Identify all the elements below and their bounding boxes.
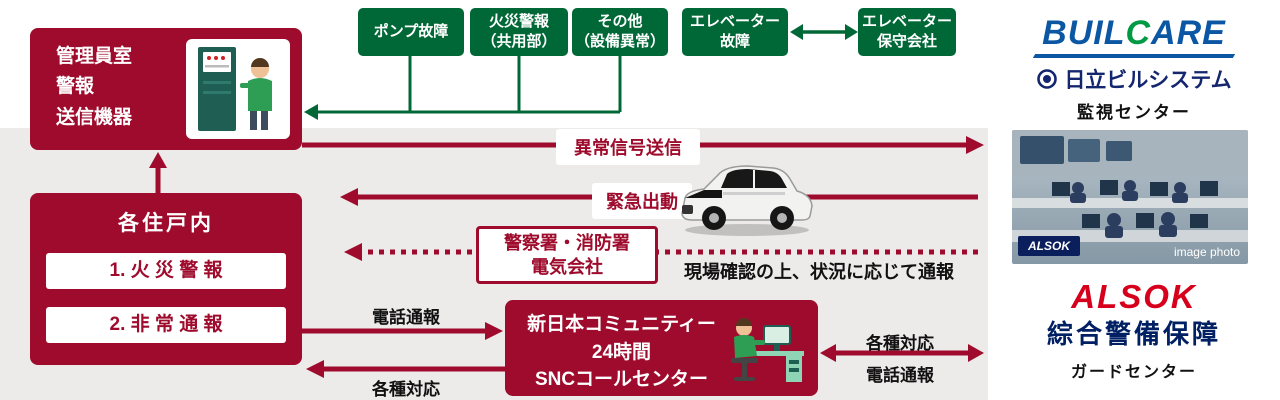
onsite-confirmation-note: 現場確認の上、状況に応じて通報 bbox=[684, 262, 954, 282]
guard-center-label: ガードセンター bbox=[1070, 364, 1197, 381]
emergency-report-item: 2. 非 常 通 報 bbox=[46, 307, 286, 343]
support-right-label: 各種対応 bbox=[866, 334, 934, 353]
right-panel: BUILCARE 日立ビルシステム 監視センター bbox=[988, 0, 1280, 400]
operator-illustration bbox=[718, 308, 810, 388]
manager-equipment-icon bbox=[198, 47, 272, 131]
pump-failure-box: ポンプ故障 bbox=[358, 8, 464, 56]
dwelling-title: 各住戸内 bbox=[118, 212, 214, 235]
snc-call-center-label: 新日本コミュニティー 24時間 SNCコールセンター bbox=[527, 314, 716, 391]
alsok-sign-text: ALSOK bbox=[1027, 239, 1071, 253]
dwelling-box: 各住戸内 1. 火 災 警 報 2. 非 常 通 報 bbox=[30, 193, 302, 365]
hitachi-logo-text: 日立ビルシステム bbox=[1064, 69, 1232, 92]
builcare-logo-part: C bbox=[1125, 14, 1152, 52]
monitoring-center-photo: ALSOK image photo bbox=[1012, 130, 1248, 264]
alsok-logo: ALSOK bbox=[1071, 278, 1197, 315]
elevator-failure-box: エレベーター 故障 bbox=[682, 8, 788, 56]
police-car-illustration bbox=[676, 150, 818, 238]
phone-report-left-label: 電話通報 bbox=[372, 308, 440, 327]
builcare-logo-part: ARE bbox=[1151, 14, 1226, 52]
fire-alarm-item: 1. 火 災 警 報 bbox=[46, 253, 286, 289]
fire-alarm-common-box: 火災警報 （共用部） bbox=[470, 8, 568, 56]
elevator-two-way-arrow bbox=[790, 24, 858, 40]
green-alarm-tree bbox=[304, 56, 622, 120]
builcare-logo: BUILCARE bbox=[988, 14, 1280, 53]
photo-caption: image photo bbox=[1174, 245, 1240, 259]
builcare-logo-part: BUIL bbox=[1042, 14, 1126, 52]
manager-room-box: 管理員室 警報 送信機器 bbox=[30, 28, 302, 150]
manager-room-label: 管理員室 警報 送信機器 bbox=[56, 46, 133, 128]
police-car-icon bbox=[681, 165, 813, 236]
hitachi-logo-row: 日立ビルシステム bbox=[988, 64, 1280, 94]
monitoring-center-label: 監視センター bbox=[1077, 103, 1191, 122]
equipment-illustration bbox=[186, 39, 290, 139]
hitachi-mark-icon bbox=[1037, 69, 1058, 89]
signal-transmission-label: 異常信号送信 bbox=[556, 129, 700, 165]
support-left-label: 各種対応 bbox=[372, 380, 440, 399]
elevator-maintenance-box: エレベーター 保守会社 bbox=[858, 8, 956, 56]
builcare-underline bbox=[1032, 54, 1236, 58]
monitoring-room-scene: ALSOK image photo bbox=[1012, 130, 1248, 264]
emergency-dispatch-label: 緊急出動 bbox=[592, 183, 692, 219]
operator-icon bbox=[731, 318, 804, 382]
other-equipment-box: その他 （設備異常） bbox=[572, 8, 668, 56]
police-fire-utility-box: 警察署・消防署 電気会社 bbox=[476, 226, 658, 284]
snc-call-center-box: 新日本コミュニティー 24時間 SNCコールセンター bbox=[505, 300, 818, 396]
phone-report-right-label: 電話通報 bbox=[866, 366, 934, 385]
sogo-keibi-label: 綜合警備保障 bbox=[1046, 319, 1221, 349]
